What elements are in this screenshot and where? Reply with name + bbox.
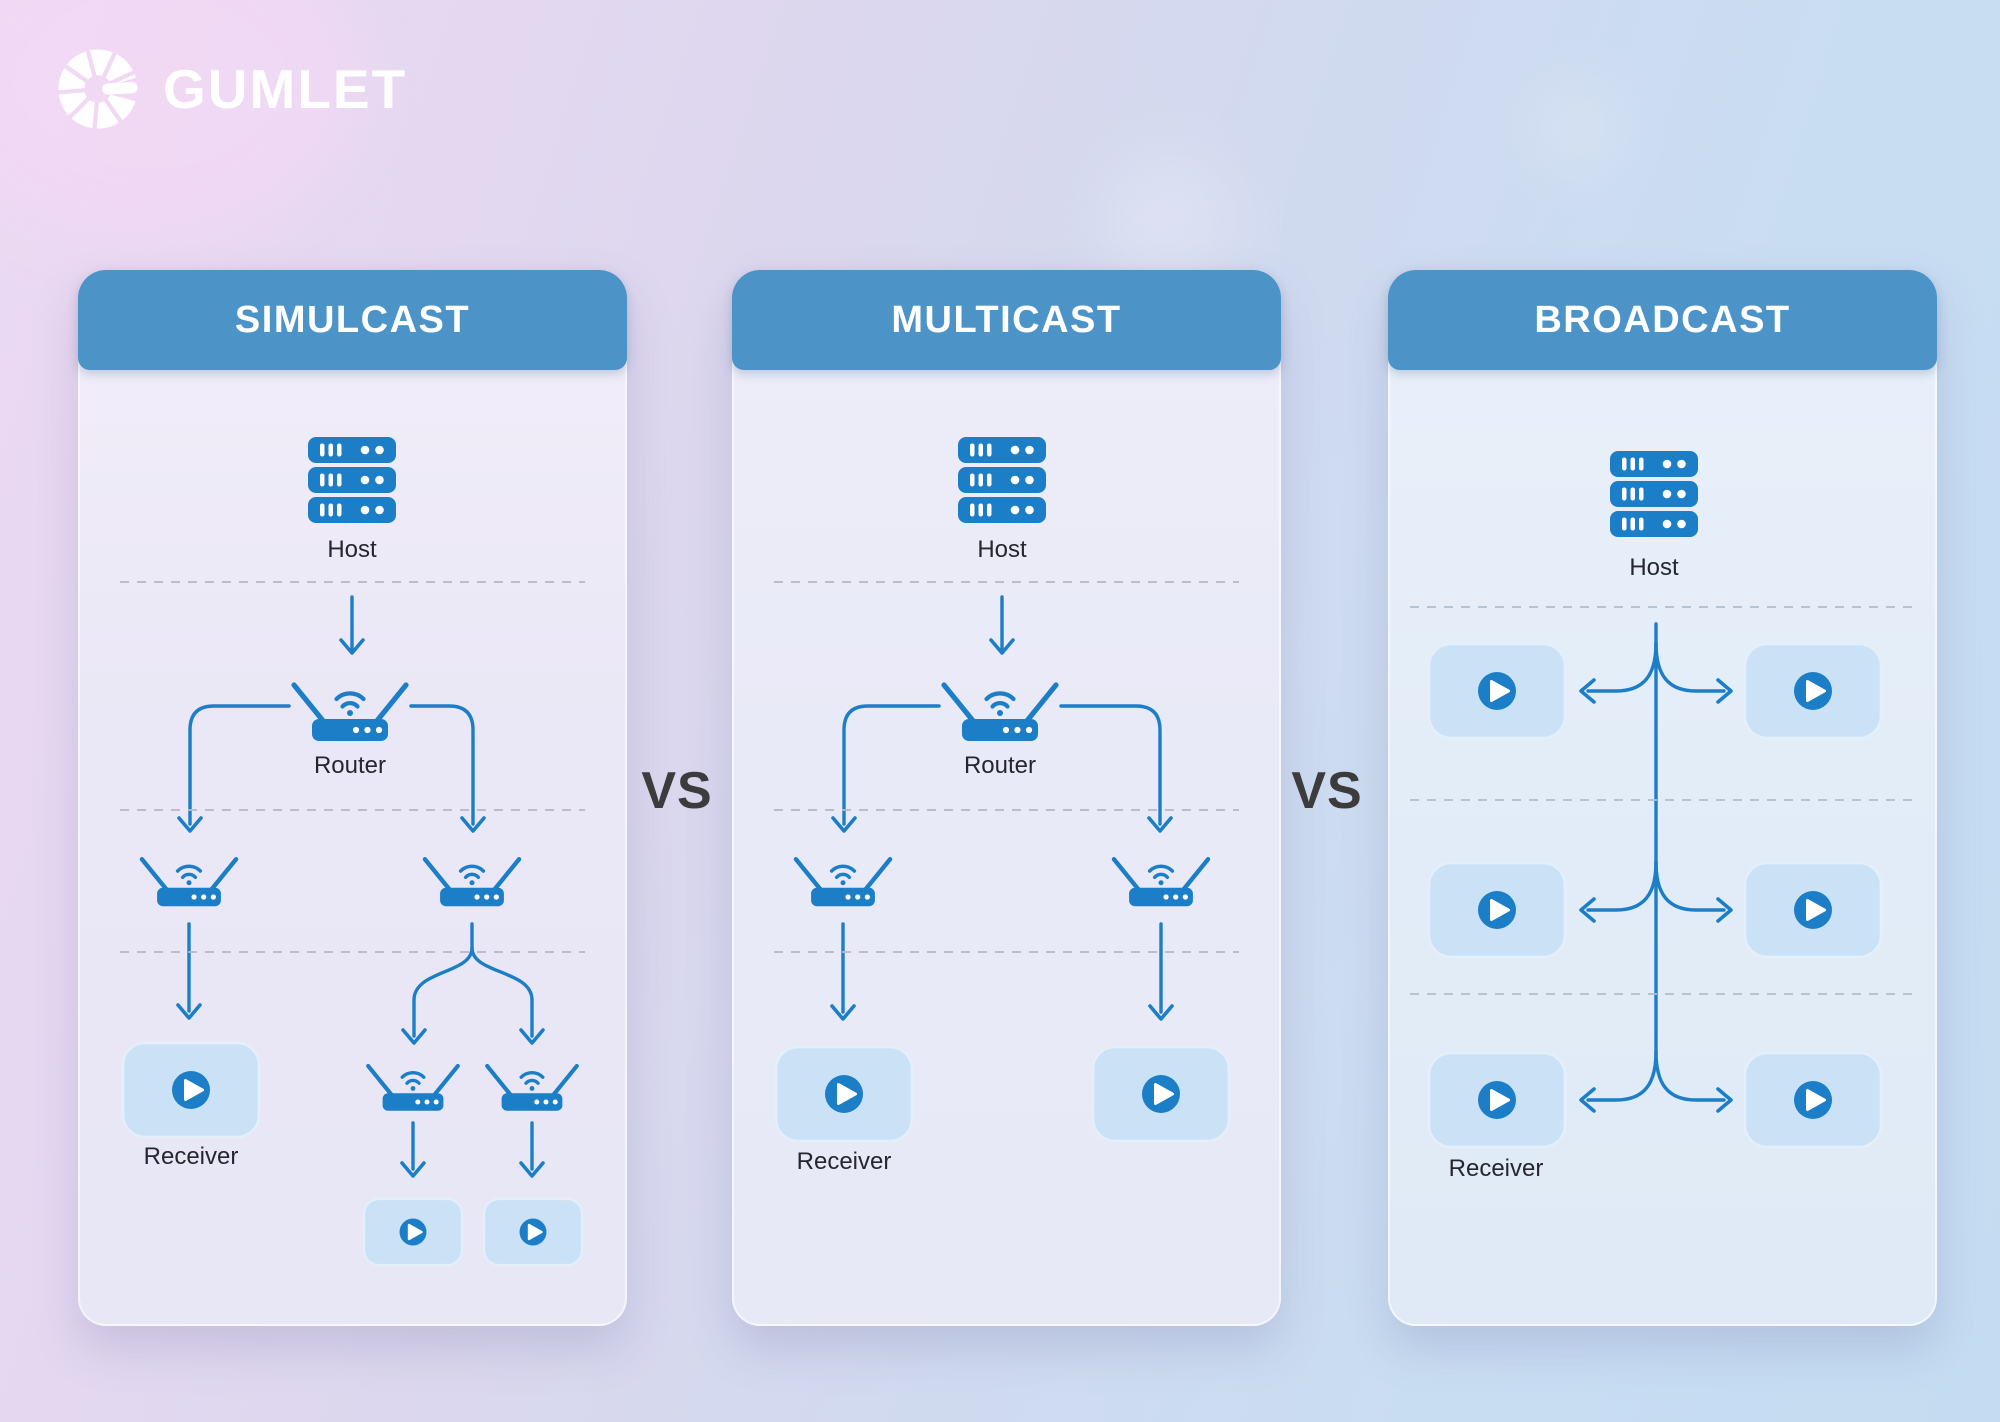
panel-simulcast-header: SIMULCAST: [78, 270, 627, 370]
fork-arm-left: [412, 946, 474, 1038]
arrow-router-left: [188, 704, 291, 826]
gumlet-aperture-icon: [58, 49, 138, 129]
fork-arm-right: [470, 946, 534, 1038]
fork-arm-left: [1586, 860, 1658, 912]
panel-title: MULTICAST: [891, 298, 1122, 341]
host-label: Host: [327, 536, 377, 563]
receiver-play-icon: [362, 1197, 464, 1267]
receiver-label: Receiver: [796, 1148, 892, 1175]
receiver-label: Receiver: [1448, 1155, 1544, 1182]
panel-simulcast: SIMULCAST: [78, 270, 627, 1326]
wifi-router-icon: [944, 685, 1056, 741]
receiver-play-icon: [1743, 861, 1883, 959]
arrow-router-left: [842, 704, 941, 826]
fork-arm-right: [1654, 1050, 1726, 1102]
vs-divider-2: VS: [1291, 762, 1363, 820]
wifi-router-icon: [142, 859, 236, 906]
vs-divider-1: VS: [641, 762, 713, 820]
wifi-router-icon: [425, 859, 519, 906]
host-server-icon: [1610, 451, 1698, 537]
wifi-router-icon: [368, 1066, 458, 1111]
receiver-play-icon: [482, 1197, 584, 1267]
arrow-router-right: [409, 704, 475, 826]
panel-multicast-header: MULTICAST: [732, 270, 1281, 370]
panel-title: SIMULCAST: [234, 298, 471, 341]
receiver-play-icon: [1427, 642, 1567, 740]
fork-arm-left: [1586, 1050, 1658, 1102]
host-label: Host: [1629, 554, 1679, 581]
broadcast-diagram: [1410, 451, 1915, 1149]
gumlet-logo: GUMLET: [55, 46, 407, 132]
host-server-icon: [958, 437, 1046, 523]
panel-broadcast: BROADCAST: [1388, 270, 1937, 1326]
wifi-router-icon: [796, 859, 890, 906]
logo-wordmark: GUMLET: [163, 58, 408, 120]
receiver-play-icon: [774, 1045, 914, 1143]
receiver-play-icon: [1427, 861, 1567, 959]
wifi-router-icon: [487, 1066, 577, 1111]
panel-title: BROADCAST: [1534, 298, 1791, 341]
fork-arm-left: [1586, 641, 1658, 693]
panel-multicast: MULTICAST Host Router Receiver: [732, 270, 1281, 1326]
receiver-play-icon: [1091, 1045, 1231, 1143]
receiver-play-icon: [1743, 642, 1883, 740]
fork-arm-right: [1654, 860, 1726, 912]
receiver-play-icon: [1743, 1051, 1883, 1149]
router-label: Router: [963, 752, 1037, 779]
host-label: Host: [977, 536, 1027, 563]
background-bokeh: [1100, 150, 1240, 290]
panel-broadcast-header: BROADCAST: [1388, 270, 1937, 370]
receiver-play-icon: [1427, 1051, 1567, 1149]
wifi-router-icon: [294, 685, 406, 741]
background-bokeh: [1530, 80, 1625, 175]
arrow-router-right: [1059, 704, 1162, 826]
router-label: Router: [313, 752, 387, 779]
wifi-router-icon: [1114, 859, 1208, 906]
multicast-diagram: [774, 437, 1239, 1143]
host-server-icon: [308, 437, 396, 523]
receiver-label: Receiver: [143, 1143, 239, 1170]
receiver-play-icon: [121, 1041, 261, 1139]
simulcast-diagram: [120, 437, 585, 1267]
fork-arm-right: [1654, 641, 1726, 693]
